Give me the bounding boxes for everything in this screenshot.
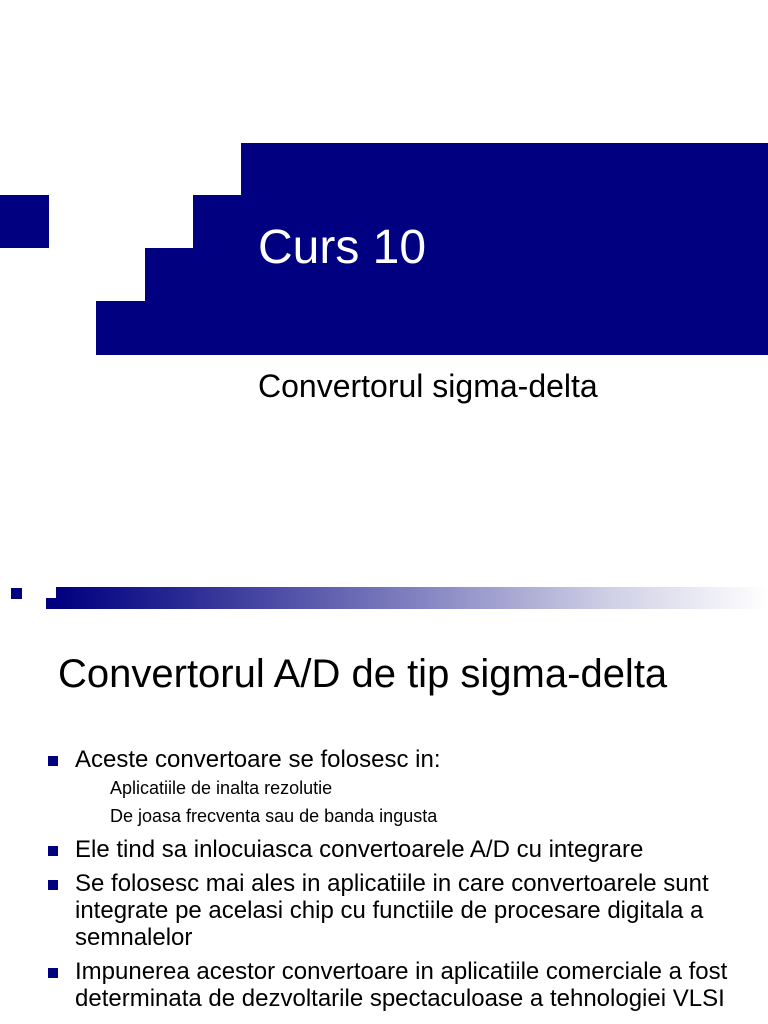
- decorative-block: [0, 195, 49, 248]
- title-banner-step: [193, 195, 768, 249]
- title-banner-step: [145, 248, 768, 302]
- bullet-item: Ele tind sa inlocuiasca convertoarele A/…: [75, 836, 644, 863]
- bullet-item: Aceste convertoare se folosesc in:: [75, 746, 441, 773]
- bullet-item: Se folosesc mai ales in aplicatiile in c…: [75, 870, 709, 951]
- sub-bullet-item: De joasa frecventa sau de banda ingusta: [110, 806, 438, 826]
- bullet-marker: [48, 880, 58, 890]
- content-slide-title: Convertorul A/D de tip sigma-delta: [58, 652, 668, 696]
- header-band-square: [11, 588, 22, 599]
- bullet-marker: [48, 756, 58, 766]
- bullet-item: Impunerea acestor convertoare in aplicat…: [75, 958, 728, 1012]
- title-banner-step: [241, 143, 768, 196]
- title-banner-step: [96, 301, 768, 355]
- slide-subtitle: Convertorul sigma-delta: [258, 368, 598, 404]
- bullet-marker: [48, 846, 58, 856]
- header-band-notch: [46, 598, 58, 609]
- bullet-marker: [48, 968, 58, 978]
- slide-title: Curs 10: [258, 221, 427, 274]
- header-band-gradient: [56, 587, 768, 609]
- sub-bullet-item: Aplicatiile de inalta rezolutie: [110, 778, 333, 798]
